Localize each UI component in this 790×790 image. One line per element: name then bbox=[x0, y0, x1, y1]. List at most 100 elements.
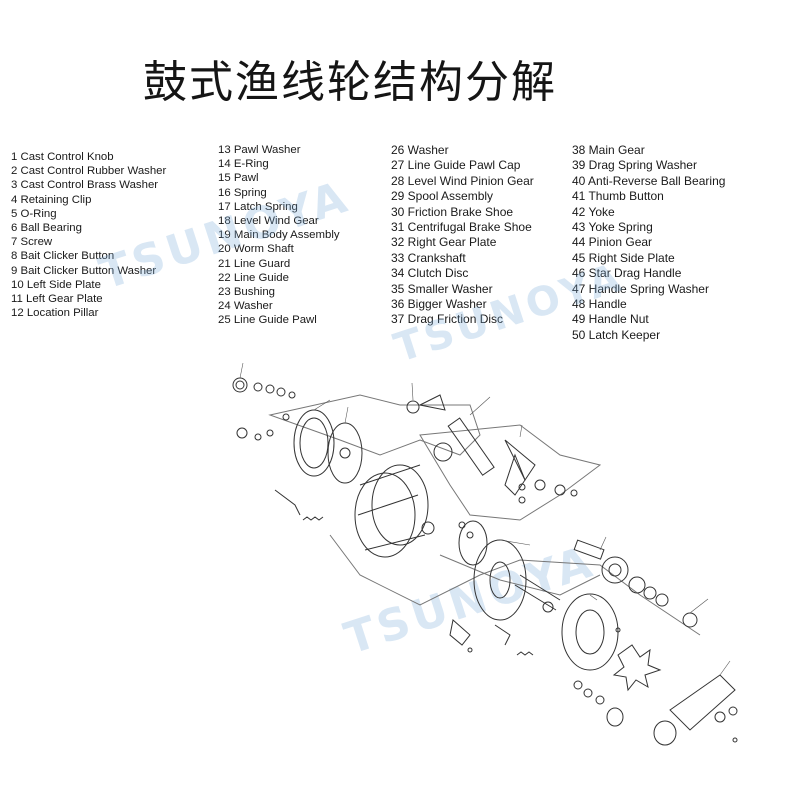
part-list-item: 39 Drag Spring Washer bbox=[572, 158, 697, 173]
washer-part bbox=[282, 413, 290, 421]
washer-part bbox=[643, 586, 657, 600]
part-list-item: 29 Spool Assembly bbox=[391, 189, 494, 204]
bait-clicker-button bbox=[236, 427, 248, 439]
screw bbox=[615, 627, 621, 633]
thumb-button bbox=[449, 619, 471, 646]
assembly-outline bbox=[419, 424, 602, 521]
crankshaft bbox=[573, 539, 605, 560]
main-gear bbox=[608, 563, 622, 577]
part-list-item: 45 Right Side Plate bbox=[572, 250, 675, 265]
part-list-item: 32 Right Gear Plate bbox=[391, 235, 497, 250]
part-list-item: 22 Line Guide bbox=[218, 271, 289, 284]
level-wind-pinion-gear bbox=[421, 521, 435, 535]
centrifugal-brake-shoe bbox=[466, 531, 474, 539]
crankshaft bbox=[514, 574, 561, 611]
part-list-item: 3 Cast Control Brass Washer bbox=[11, 179, 159, 192]
main-body-assembly bbox=[354, 472, 416, 558]
part-list-item: 35 Smaller Washer bbox=[391, 281, 493, 296]
handle-knob bbox=[653, 720, 677, 746]
part-list-item: 5 O-Ring bbox=[11, 207, 57, 220]
part-list-item: 44 Pinion Gear bbox=[572, 235, 653, 250]
part-list-item: 14 E-Ring bbox=[218, 158, 269, 171]
left-side-plate bbox=[299, 417, 329, 469]
washer-part bbox=[276, 387, 286, 397]
part-list-item: 40 Anti-Reverse Ball Bearing bbox=[572, 173, 726, 188]
cast-control-knob bbox=[235, 380, 245, 390]
handle-nut bbox=[714, 711, 726, 723]
part-list-item: 33 Crankshaft bbox=[391, 250, 466, 265]
yoke-spring bbox=[516, 651, 534, 656]
part-list-item: 41 Thumb Button bbox=[572, 189, 664, 204]
washer-part bbox=[573, 680, 583, 690]
line-guide bbox=[504, 453, 526, 496]
main-gear bbox=[601, 556, 629, 584]
part-list-item: 18 Level Wind Gear bbox=[218, 215, 319, 228]
spring bbox=[302, 516, 324, 521]
level-wind-gear bbox=[433, 442, 453, 462]
washer-part bbox=[265, 384, 275, 394]
pawl-washer bbox=[406, 400, 420, 414]
right-side-plate bbox=[575, 609, 605, 655]
part-list-item: 37 Drag Friction Disc bbox=[391, 312, 504, 327]
washer-part bbox=[655, 593, 669, 607]
anti-reverse-ball-bearing bbox=[682, 612, 698, 628]
part-list-item: 48 Handle bbox=[572, 297, 627, 312]
part-list-item: 43 Yoke Spring bbox=[572, 220, 653, 235]
part-list-item: 42 Yoke bbox=[572, 204, 615, 219]
part-list-item: 49 Handle Nut bbox=[572, 312, 649, 327]
bushing bbox=[534, 479, 546, 491]
part-list-item: 17 Latch Spring bbox=[218, 200, 298, 213]
part-list-item: 12 Location Pillar bbox=[11, 307, 99, 320]
pawl bbox=[418, 394, 446, 411]
yoke bbox=[494, 624, 511, 646]
washer-part bbox=[518, 496, 526, 504]
exploded-view-drawing bbox=[232, 362, 738, 746]
part-list-item: 23 Bushing bbox=[218, 286, 275, 299]
assembly-outline bbox=[329, 534, 701, 636]
part-list-item: 16 Spring bbox=[218, 186, 267, 199]
main-body-assembly bbox=[371, 464, 429, 546]
washer-part bbox=[595, 695, 605, 705]
worm-shaft bbox=[447, 417, 495, 476]
right-gear-plate bbox=[458, 520, 488, 566]
left-gear-plate-hub bbox=[339, 447, 351, 459]
part-list-item: 26 Washer bbox=[391, 143, 449, 157]
cast-control-knob bbox=[606, 707, 624, 727]
friction-brake-shoe bbox=[458, 521, 466, 529]
diagram-title: 鼓式渔线轮结构分解 bbox=[143, 57, 557, 108]
washer-part bbox=[554, 484, 566, 496]
part-list-item: 21 Line Guard bbox=[218, 257, 291, 270]
part-list-item: 10 Left Side Plate bbox=[11, 278, 101, 291]
part-list-item: 30 Friction Brake Shoe bbox=[391, 204, 514, 219]
part-list-item: 4 Retaining Clip bbox=[11, 193, 92, 206]
washer-part bbox=[266, 429, 274, 437]
part-list-item: 20 Worm Shaft bbox=[218, 243, 294, 256]
screw bbox=[732, 737, 738, 743]
part-list-item: 28 Level Wind Pinion Gear bbox=[391, 173, 534, 188]
part-list-item: 11 Left Gear Plate bbox=[11, 293, 103, 306]
washer-part bbox=[570, 489, 578, 497]
part-list-item: 36 Bigger Washer bbox=[391, 297, 487, 312]
part-list-item: 38 Main Gear bbox=[572, 143, 645, 157]
part-list-item: 31 Centrifugal Brake Shoe bbox=[391, 220, 532, 235]
part-list-item: 7 Screw bbox=[11, 236, 53, 249]
washer-part bbox=[254, 433, 262, 441]
washer-part bbox=[583, 688, 593, 698]
washer-part bbox=[253, 382, 263, 392]
screw bbox=[467, 647, 473, 653]
part-list-item: 19 Main Body Assembly bbox=[218, 229, 340, 242]
part-list-item: 2 Cast Control Rubber Washer bbox=[11, 165, 167, 178]
right-side-plate bbox=[561, 593, 619, 671]
washer-part bbox=[518, 483, 526, 491]
drag-friction-disc bbox=[628, 576, 646, 594]
cast-control-knob bbox=[232, 377, 248, 393]
part-list-item: 6 Ball Bearing bbox=[11, 222, 82, 235]
part-list-item: 50 Latch Keeper bbox=[572, 327, 661, 342]
part-list-item: 46 Star Drag Handle bbox=[572, 266, 682, 281]
line-guard bbox=[504, 439, 536, 481]
part-list-item: 9 Bait Clicker Button Washer bbox=[11, 264, 157, 277]
